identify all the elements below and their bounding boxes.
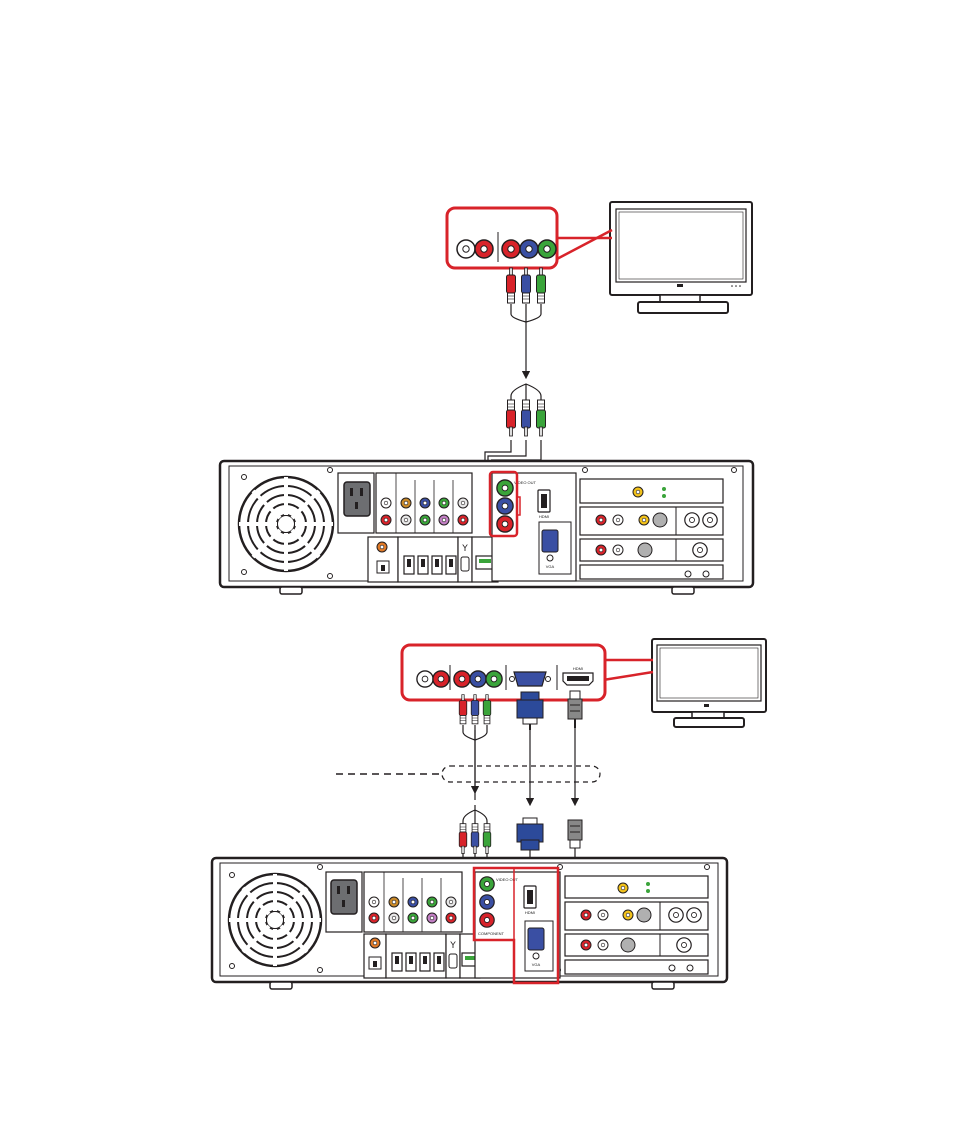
red-plug-icon: [459, 824, 467, 854]
vga-label: VGA: [532, 962, 541, 967]
component-label: COMPONENT: [478, 931, 505, 936]
cables-bottom: [336, 728, 600, 830]
svg-text:Y: Y: [449, 941, 456, 951]
tv-jack-callout-top: [447, 208, 612, 268]
red-plug-icon: [507, 268, 516, 303]
green-plug-icon: [537, 268, 546, 303]
white-audio-jack-icon: [457, 240, 475, 258]
svg-text:Y: Y: [461, 544, 468, 554]
hdmi-plug-icon: [568, 820, 582, 848]
green-plug-icon: [537, 400, 546, 436]
cable-top: [511, 322, 541, 405]
blue-plug-icon: [522, 400, 531, 436]
power-socket-icon: [344, 482, 370, 516]
red-video-jack-icon: [454, 671, 470, 687]
green-component-jack-icon: [480, 877, 494, 891]
tv-hdmi-label: HDMI: [573, 666, 583, 671]
hdmi-plug-icon: [568, 691, 582, 728]
hdmi-label: HDMI: [525, 910, 535, 915]
blue-video-jack-icon: [520, 240, 538, 258]
green-video-jack-icon: [538, 240, 556, 258]
vga-plug-icon: [517, 818, 543, 850]
vga-label: VGA: [546, 564, 555, 569]
video-out-label: VIDEO OUT: [496, 877, 519, 882]
cable-bundle-outline: [442, 766, 600, 782]
blue-plug-icon: [471, 824, 479, 854]
red-plug-icon: [507, 400, 516, 436]
red-video-jack-icon: [502, 240, 520, 258]
blue-component-jack-icon: [497, 498, 513, 514]
vga-port-icon: [528, 928, 544, 950]
fan-icon: [229, 873, 321, 969]
pc-back-panel-top: Y VIDEO OUT HDMI VGA: [220, 461, 753, 594]
tv-top: [610, 202, 752, 313]
blue-component-jack-icon: [480, 895, 494, 909]
top-diagram: Y VIDEO OUT HDMI VGA: [220, 202, 753, 594]
tv-bottom: [652, 639, 766, 727]
blue-video-jack-icon: [470, 671, 486, 687]
blue-plug-icon: [522, 268, 531, 303]
power-socket-icon: [331, 880, 357, 914]
component-plugs-tv-side-top: [507, 268, 546, 322]
green-plug-icon: [483, 824, 491, 854]
hdmi-label: HDMI: [539, 514, 549, 519]
white-audio-jack-icon: [417, 671, 433, 687]
vga-plug-icon: [517, 692, 543, 730]
red-audio-jack-icon: [433, 671, 449, 687]
red-component-jack-icon: [480, 913, 494, 927]
pc-back-panel-bottom: Y VIDEO OUT COMPONENT HDMI VGA: [212, 858, 727, 989]
red-component-jack-icon: [497, 516, 513, 532]
green-video-jack-icon: [486, 671, 502, 687]
vga-port-icon: [542, 530, 558, 552]
bottom-diagram: HDMI: [212, 639, 766, 989]
red-audio-jack-icon: [475, 240, 493, 258]
green-component-jack-icon: [497, 480, 513, 496]
